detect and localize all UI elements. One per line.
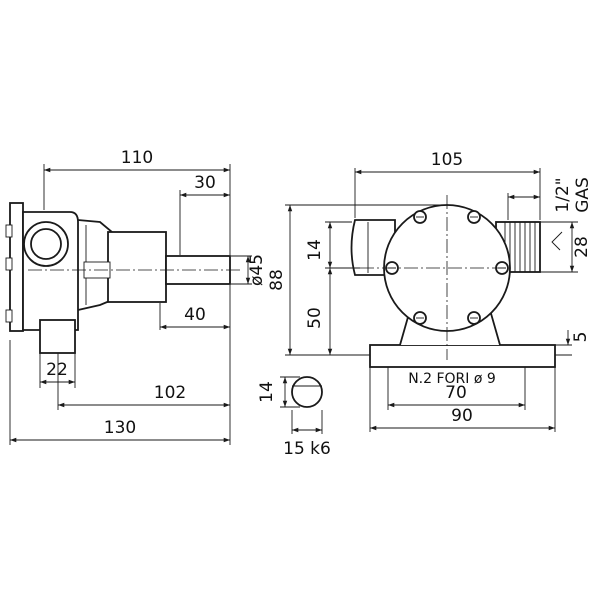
dim-label-50: 50 xyxy=(305,307,325,329)
dim-label-5: 5 xyxy=(571,332,591,343)
side-shaft xyxy=(165,255,231,285)
key-section: 14 15 k6 xyxy=(257,376,331,459)
dim-label-45: ø45 xyxy=(247,254,267,286)
side-bearing-housing xyxy=(107,231,167,303)
dim-label-half-inch: 1/2" xyxy=(553,177,573,212)
key-section-circle xyxy=(291,376,323,408)
dim-label-40: 40 xyxy=(184,305,206,325)
side-view: 110 30 40 22 102 130 ø45 xyxy=(5,148,267,445)
front-view: 105 1/2" GAS 28 88 50 14 5 N.2 FORI ø 9 … xyxy=(267,150,593,432)
dim-label-110: 110 xyxy=(121,148,153,168)
dim-label-130: 130 xyxy=(104,418,136,438)
dim-label-15k6: 15 k6 xyxy=(283,439,331,459)
dim-label-90: 90 xyxy=(451,406,473,426)
dim-label-22: 22 xyxy=(46,360,68,380)
dim-label-14-key: 14 xyxy=(257,381,277,403)
dim-label-30: 30 xyxy=(194,173,216,193)
dim-label-70: 70 xyxy=(445,383,467,403)
flange-bolt-top xyxy=(5,224,13,238)
side-foot xyxy=(39,319,76,354)
dim-label-88: 88 xyxy=(267,269,287,291)
flange-bolt-bottom xyxy=(5,309,13,323)
dim-label-mount-holes: N.2 FORI ø 9 xyxy=(408,371,496,387)
thread-leader xyxy=(551,231,563,251)
dim-label-gas: GAS xyxy=(573,177,593,213)
dim-label-28: 28 xyxy=(572,236,592,258)
side-port-inner xyxy=(30,228,62,260)
dim-label-102: 102 xyxy=(154,383,186,403)
flange-bolt-mid xyxy=(5,257,13,271)
dim-label-105: 105 xyxy=(431,150,463,170)
front-base-plate xyxy=(369,344,556,368)
dim-label-14-front: 14 xyxy=(305,239,325,261)
